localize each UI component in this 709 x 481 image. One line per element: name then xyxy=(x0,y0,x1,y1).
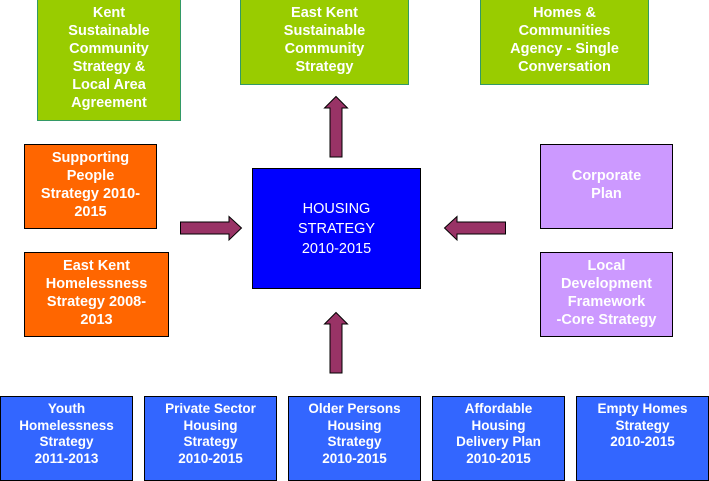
box-label: Older Persons Housing Strategy 2010-2015 xyxy=(308,401,401,466)
box-label: Youth Homelessness Strategy 2011-2013 xyxy=(19,401,114,466)
arrow-left-from-right xyxy=(443,215,506,242)
youth-homelessness-strategy-box: Youth Homelessness Strategy 2011-2013 xyxy=(0,396,133,481)
kent-sustainable-community-strategy-box: Kent Sustainable Community Strategy & Lo… xyxy=(37,0,181,121)
box-label: Private Sector Housing Strategy 2010-201… xyxy=(165,401,256,466)
box-label: Local Development Framework -Core Strate… xyxy=(556,258,657,328)
arrow-up-to-top xyxy=(323,95,349,158)
private-sector-housing-strategy-box: Private Sector Housing Strategy 2010-201… xyxy=(144,396,277,481)
supporting-people-strategy-box: Supporting People Strategy 2010- 2015 xyxy=(24,144,157,229)
box-label: Empty Homes Strategy 2010-2015 xyxy=(597,401,688,449)
affordable-housing-delivery-plan-box: Affordable Housing Delivery Plan 2010-20… xyxy=(432,396,565,481)
box-label: Homes & Communities Agency - Single Conv… xyxy=(510,5,619,75)
empty-homes-strategy-box: Empty Homes Strategy 2010-2015 xyxy=(576,396,709,481)
local-development-framework-box: Local Development Framework -Core Strate… xyxy=(540,252,673,337)
east-kent-sustainable-community-strategy-box: East Kent Sustainable Community Strategy xyxy=(240,0,409,85)
corporate-plan-box: Corporate Plan xyxy=(540,144,673,229)
arrow-up-from-bottom xyxy=(323,311,349,374)
box-label: East Kent Homelessness Strategy 2008- 20… xyxy=(45,258,148,328)
box-label: Affordable Housing Delivery Plan 2010-20… xyxy=(456,401,541,466)
box-label: Corporate Plan xyxy=(571,168,642,202)
box-label: Supporting People Strategy 2010- 2015 xyxy=(40,150,141,220)
housing-strategy-center-box: HOUSING STRATEGY 2010-2015 xyxy=(252,168,421,289)
center-label: HOUSING STRATEGY 2010-2015 xyxy=(297,200,376,257)
arrow-right-from-left xyxy=(180,215,243,242)
older-persons-housing-strategy-box: Older Persons Housing Strategy 2010-2015 xyxy=(288,396,421,481)
box-label: East Kent Sustainable Community Strategy xyxy=(283,5,366,75)
box-label: Kent Sustainable Community Strategy & Lo… xyxy=(68,5,150,111)
homes-communities-agency-box: Homes & Communities Agency - Single Conv… xyxy=(480,0,649,85)
east-kent-homelessness-strategy-box: East Kent Homelessness Strategy 2008- 20… xyxy=(24,252,169,337)
